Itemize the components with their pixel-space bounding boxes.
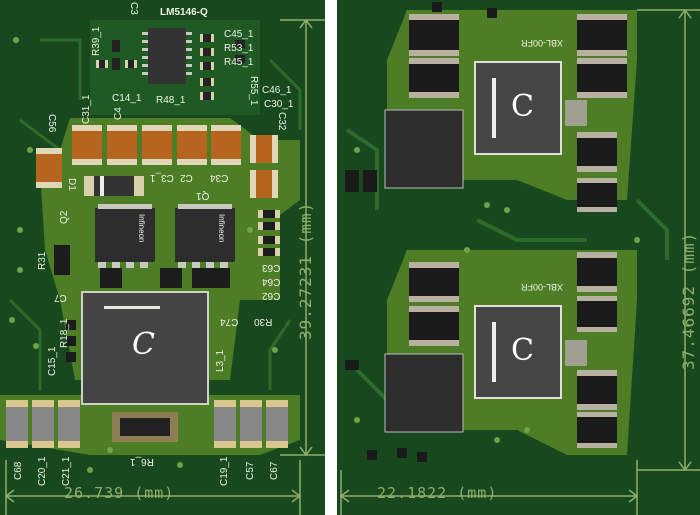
ref-c68: C68 (13, 461, 24, 480)
ref-c46: C46_1 (262, 85, 292, 96)
dimension-height: 39.27231 (mm) (296, 201, 315, 340)
ref-c19: C19_1 (219, 456, 230, 486)
top-power-stage (345, 2, 627, 212)
left-pcb-view: LM5146-Q C3 R39_1 C45_1 R53_1 R45_1 C14_… (0, 0, 325, 515)
dimension-width: 22.1822 (mm) (377, 484, 498, 502)
inductor-logo-top: C (511, 89, 534, 124)
ref-r53: R53_1 (224, 43, 254, 54)
ref-c62: C62 (262, 290, 281, 301)
ref-c57: C57 (245, 461, 256, 480)
ref-l3: L3_1 (215, 349, 226, 372)
brand-q2: Infineon (137, 214, 146, 243)
diode-d1 (84, 176, 144, 196)
left-pcb-graphics (0, 18, 325, 515)
mosfet-q1 (175, 208, 235, 262)
capacitor-row (36, 125, 278, 198)
ref-d1: D1 (66, 178, 77, 191)
ref-c32: C32 (276, 112, 287, 131)
ref-c31: C31_1 (81, 94, 92, 124)
ref-c14: C14_1 (112, 93, 142, 104)
ref-c45: C45_1 (224, 29, 254, 40)
lm5146-ic (148, 28, 186, 84)
inductor-logo: C (132, 327, 155, 362)
ref-c21: C21_1 (61, 456, 72, 486)
ref-c67: C67 (269, 461, 280, 480)
ref-c64: C64 (262, 276, 281, 287)
ref-c2: C2 (180, 172, 193, 183)
ref-c4: C4 (113, 107, 124, 120)
ref-r18: R18_1 (59, 318, 70, 348)
right-pcb-graphics (339, 2, 700, 515)
ref-r31: R31 (37, 251, 48, 270)
ref-c3: C3 (128, 2, 139, 15)
ref-c63: C63 (262, 262, 281, 273)
inductor-logo-bottom: C (511, 333, 534, 368)
brand-q1: Infineon (217, 214, 226, 243)
ref-c34: C34 (210, 172, 229, 183)
ref-r55: R55_1 (248, 76, 259, 106)
ref-c20: C20_1 (37, 456, 48, 486)
xbl-label-top: XBL-00FR (521, 38, 564, 48)
ref-c56: C56 (46, 114, 57, 133)
ref-r45: R45_1 (224, 57, 254, 68)
inductor-l3 (81, 291, 209, 405)
ref-r6: R6_1 (130, 456, 154, 467)
ref-c74: C74 (220, 316, 239, 327)
dimension-height: 37.46692 (mm) (679, 231, 698, 370)
ref-c7: C7 (54, 292, 67, 303)
ref-q2: Q2 (59, 210, 70, 224)
ref-c15: C15_1 (47, 346, 58, 376)
ref-c30: C30_1 (264, 99, 294, 110)
ref-r30: R30 (254, 316, 273, 327)
bottom-power-stage (345, 252, 617, 462)
xbl-label-bottom: XBL-00FR (521, 282, 564, 292)
ref-c3b: C3_1 (150, 172, 174, 183)
bottom-capacitors (6, 400, 288, 448)
mosfet-q2 (95, 208, 155, 262)
right-pcb-view: C C XBL-00FR XBL-00FR 22.1822 (mm) 37.46… (337, 0, 700, 515)
ref-r39: R39_1 (91, 26, 102, 56)
ref-r48: R48_1 (156, 95, 186, 106)
ref-q1: Q1 (196, 190, 210, 201)
ic-label: LM5146-Q (160, 7, 208, 18)
dimension-width: 26.739 (mm) (64, 484, 175, 502)
